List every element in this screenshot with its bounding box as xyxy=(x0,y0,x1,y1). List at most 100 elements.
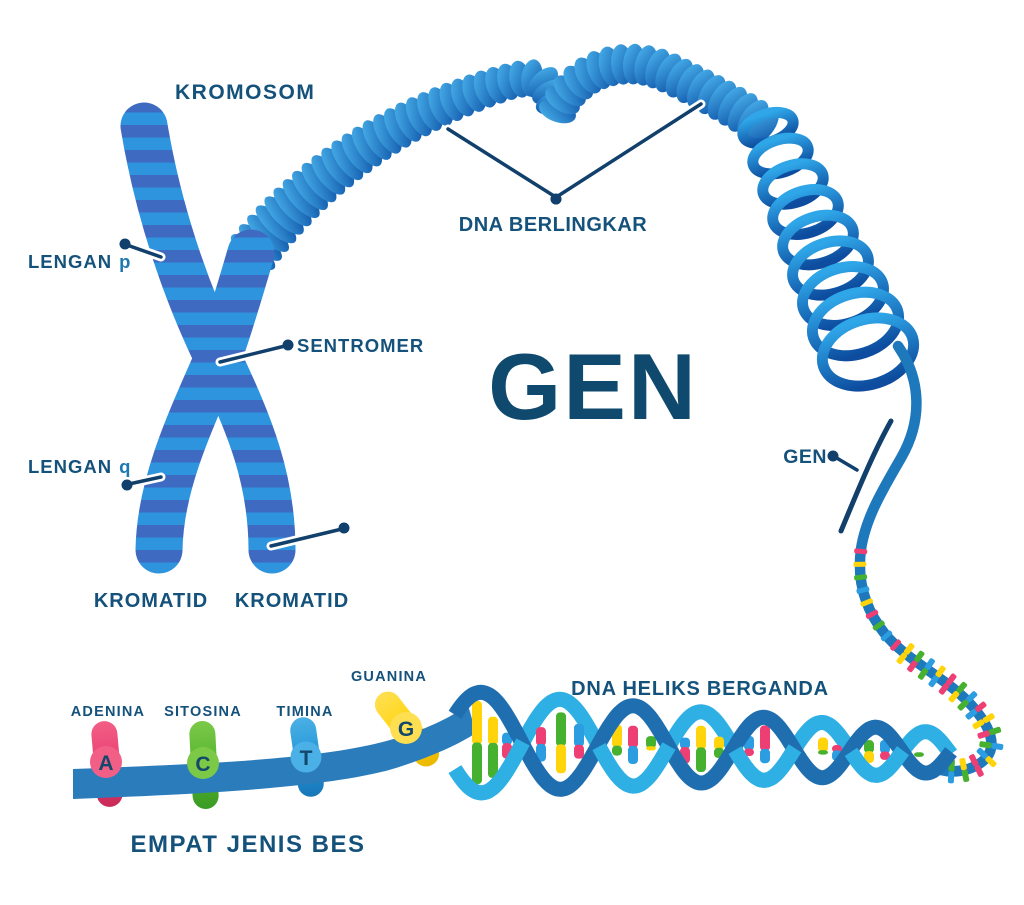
label-dna-berlingkar: DNA BERLINGKAR xyxy=(459,214,648,236)
gene-highlight-strand xyxy=(838,418,894,534)
coil-loop xyxy=(553,75,586,107)
coil-loop xyxy=(282,179,320,219)
strand-base-mark xyxy=(856,586,870,594)
coil-loop xyxy=(321,147,355,188)
coil-loop xyxy=(331,140,364,181)
coil-loop xyxy=(394,102,422,142)
helix-strand-light-front xyxy=(448,738,530,801)
coil-loop xyxy=(717,86,748,126)
coil-loop xyxy=(707,80,737,120)
helix-rung-bottom xyxy=(472,742,482,785)
dna-double-helix xyxy=(448,684,958,801)
callout-dot xyxy=(338,522,350,534)
helix-rung-top xyxy=(818,737,828,753)
callout-line xyxy=(125,243,163,259)
label-kromatid-right: KROMATID xyxy=(235,590,349,612)
helix-rung-top xyxy=(574,723,584,747)
coil-loop xyxy=(373,114,402,154)
callout-dot xyxy=(121,479,133,491)
strand-base-mark xyxy=(957,691,978,711)
dna-spring xyxy=(737,106,920,392)
coil-loop xyxy=(362,120,392,160)
label-kromatid-left: KROMATID xyxy=(94,590,208,612)
spring-loop xyxy=(757,158,829,210)
strand-base-mark xyxy=(969,754,984,777)
strand-base-mark xyxy=(917,658,935,680)
strand-base-mark xyxy=(865,609,879,619)
coil-loop xyxy=(405,97,433,137)
spring-loop xyxy=(777,209,859,271)
label-timina: TIMINA xyxy=(276,704,333,720)
coil-loop xyxy=(417,92,443,131)
coil-loop xyxy=(563,65,594,100)
strand-base-mark xyxy=(948,681,968,703)
helix-strand-light-front xyxy=(844,746,910,783)
dna-coil xyxy=(230,43,779,271)
gene-strand xyxy=(854,340,997,777)
helix-rung-bottom xyxy=(536,743,546,762)
coil-loop xyxy=(291,170,328,211)
base-ribbon xyxy=(73,705,476,799)
callout-lines xyxy=(119,99,862,551)
strand-base-mark xyxy=(977,726,1002,739)
label-gen-callout: GEN xyxy=(783,446,827,468)
label-adenina: ADENINA xyxy=(71,704,145,720)
strand-base-mark xyxy=(972,713,995,730)
helix-rung-bottom xyxy=(696,747,706,773)
helix-rung-top xyxy=(556,712,566,747)
base-circle-timina xyxy=(290,741,322,773)
helix-strand-light-front xyxy=(728,744,802,788)
strand-base-mark xyxy=(872,620,885,631)
helix-rung-bottom xyxy=(880,751,890,760)
gene-strand-base-marks xyxy=(853,548,1004,784)
helix-rung-top xyxy=(502,732,512,746)
strand-base-mark xyxy=(938,673,957,695)
coil-loop xyxy=(383,108,412,148)
helix-rung-top xyxy=(488,716,498,745)
helix-rung-bottom xyxy=(628,745,638,765)
helix-rung-top xyxy=(832,744,842,753)
base-circle-adenina xyxy=(90,746,122,778)
helix-rung-top xyxy=(864,740,874,754)
helix-strand-dark xyxy=(448,684,957,797)
spring-loop xyxy=(806,286,905,362)
helix-rung-bottom xyxy=(556,744,566,774)
page-title-gen: GEN xyxy=(488,334,698,439)
strand-base-mark xyxy=(907,650,925,673)
strand-base-mark xyxy=(965,701,987,720)
helix-rung-bottom xyxy=(574,744,584,759)
callout-dot xyxy=(282,339,294,351)
base-circles: A C T G xyxy=(90,712,422,779)
label-guanina: GUANINA xyxy=(351,669,427,685)
base-circle-guanina xyxy=(390,712,422,744)
callout-line xyxy=(127,475,163,486)
base-circle-sitosina xyxy=(187,747,219,779)
helix-rung-top xyxy=(646,736,656,749)
coil-loop xyxy=(264,196,304,235)
callout-dot xyxy=(550,193,562,205)
callout-dot xyxy=(119,238,131,250)
callout-dot xyxy=(827,450,839,462)
coil-loop xyxy=(341,133,373,174)
helix-rung-top xyxy=(696,725,706,750)
callout-line xyxy=(833,455,859,472)
spring-loop xyxy=(767,184,844,240)
helix-rung-top xyxy=(714,736,724,750)
coil-loop xyxy=(255,205,297,244)
strand-base-mark xyxy=(854,548,868,555)
helix-rung-bottom xyxy=(914,752,924,757)
helix-rung-bottom xyxy=(744,748,754,756)
helix-rung-bottom xyxy=(760,748,770,764)
chromatid-right-tube xyxy=(135,229,275,574)
strand-base-mark xyxy=(890,639,901,651)
strand-base-mark xyxy=(976,747,997,768)
helix-rung-bottom xyxy=(646,746,656,751)
coil-loop xyxy=(727,93,758,132)
strand-base-mark xyxy=(959,757,970,783)
helix-rungs xyxy=(472,700,924,785)
base-letter-t: T xyxy=(300,747,313,770)
label-sitosina: SITOSINA xyxy=(164,704,242,720)
